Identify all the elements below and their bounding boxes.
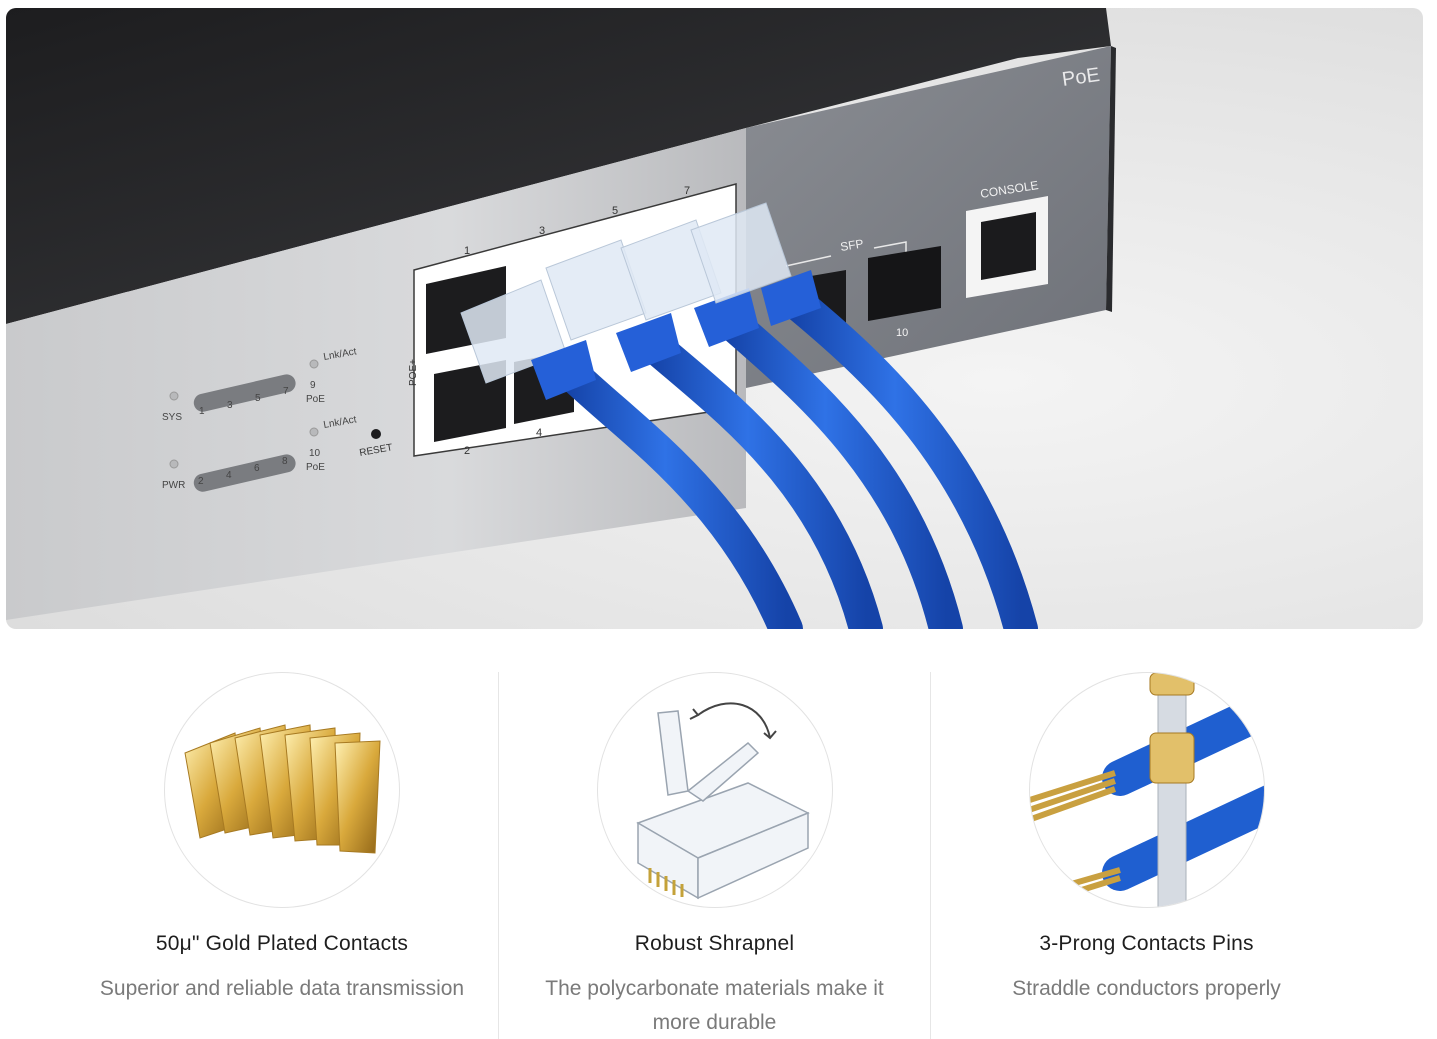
prong-pins-icon [1028,672,1265,908]
port-number-1: 1 [464,245,470,257]
feature-title: 50μ" Gold Plated Contacts [155,932,409,955]
feature-description: Superior and reliable data transmission [99,977,465,1000]
poe-switch-illustration: PoE CONSOLE SFP 10 1 3 5 7 2 4 6 POE+ RE… [6,8,1116,629]
rj45-connectors [460,202,821,400]
port-number-3: 3 [539,225,545,237]
sfp-label: SFP [839,236,864,253]
feature-description: Straddle conductors properly [1012,977,1281,1000]
poe-plus-label: POE+ [408,359,419,386]
gold-contacts-icon [164,672,400,908]
led-bar-bottom [193,454,296,492]
sfp-slot-10[interactable] [868,246,941,321]
feature-prong-pins: 3-Prong Contacts Pins Straddle conductor… [930,672,1362,1039]
feature-title: 3-Prong Contacts Pins [1039,932,1254,955]
port-number-2: 2 [464,445,470,457]
reset-button[interactable] [371,429,381,439]
led-port9-label: 9 [310,380,316,391]
led-panel: SYS PWR 1 3 5 7 2 4 6 8 Lnk/Act Lnk/Act … [162,346,358,492]
led-num-4: 4 [226,470,232,481]
rj45-shrapnel-icon [596,672,833,908]
led-poe-label-2: PoE [306,462,325,473]
feature-title: Robust Shrapnel [634,932,795,955]
led-num-8: 8 [282,456,288,467]
led-pwr-label: PWR [162,480,185,491]
led-num-6: 6 [254,463,260,474]
led-num-3: 3 [227,400,233,411]
led-num-2: 2 [198,476,204,487]
hero-image: PoE CONSOLE SFP 10 1 3 5 7 2 4 6 POE+ RE… [6,8,1423,629]
led-num-7: 7 [283,386,289,397]
led-num-1: 1 [199,406,205,417]
brand-label: PoE [1061,64,1102,91]
led-num-5: 5 [255,393,261,404]
port-number-7: 7 [684,185,690,197]
led-bar-top [193,374,296,412]
feature-robust-shrapnel: Robust Shrapnel The polycarbonate materi… [498,672,930,1039]
feature-row: 50μ" Gold Plated Contacts Superior and r… [0,672,1437,1039]
led-sys-label: SYS [162,412,182,423]
ethernet-cables [549,281,1038,629]
feature-gold-contacts: 50μ" Gold Plated Contacts Superior and r… [66,672,498,1039]
switch-top [6,8,1111,324]
sfp-port10-label: 10 [896,327,908,339]
console-port[interactable] [981,212,1036,280]
feature-description: The polycarbonate materials make it more… [545,977,884,1034]
led-port10-label: 10 [309,448,321,459]
led-poe-label-1: PoE [306,394,325,405]
port-number-5: 5 [612,205,618,217]
port-number-4: 4 [536,427,542,439]
